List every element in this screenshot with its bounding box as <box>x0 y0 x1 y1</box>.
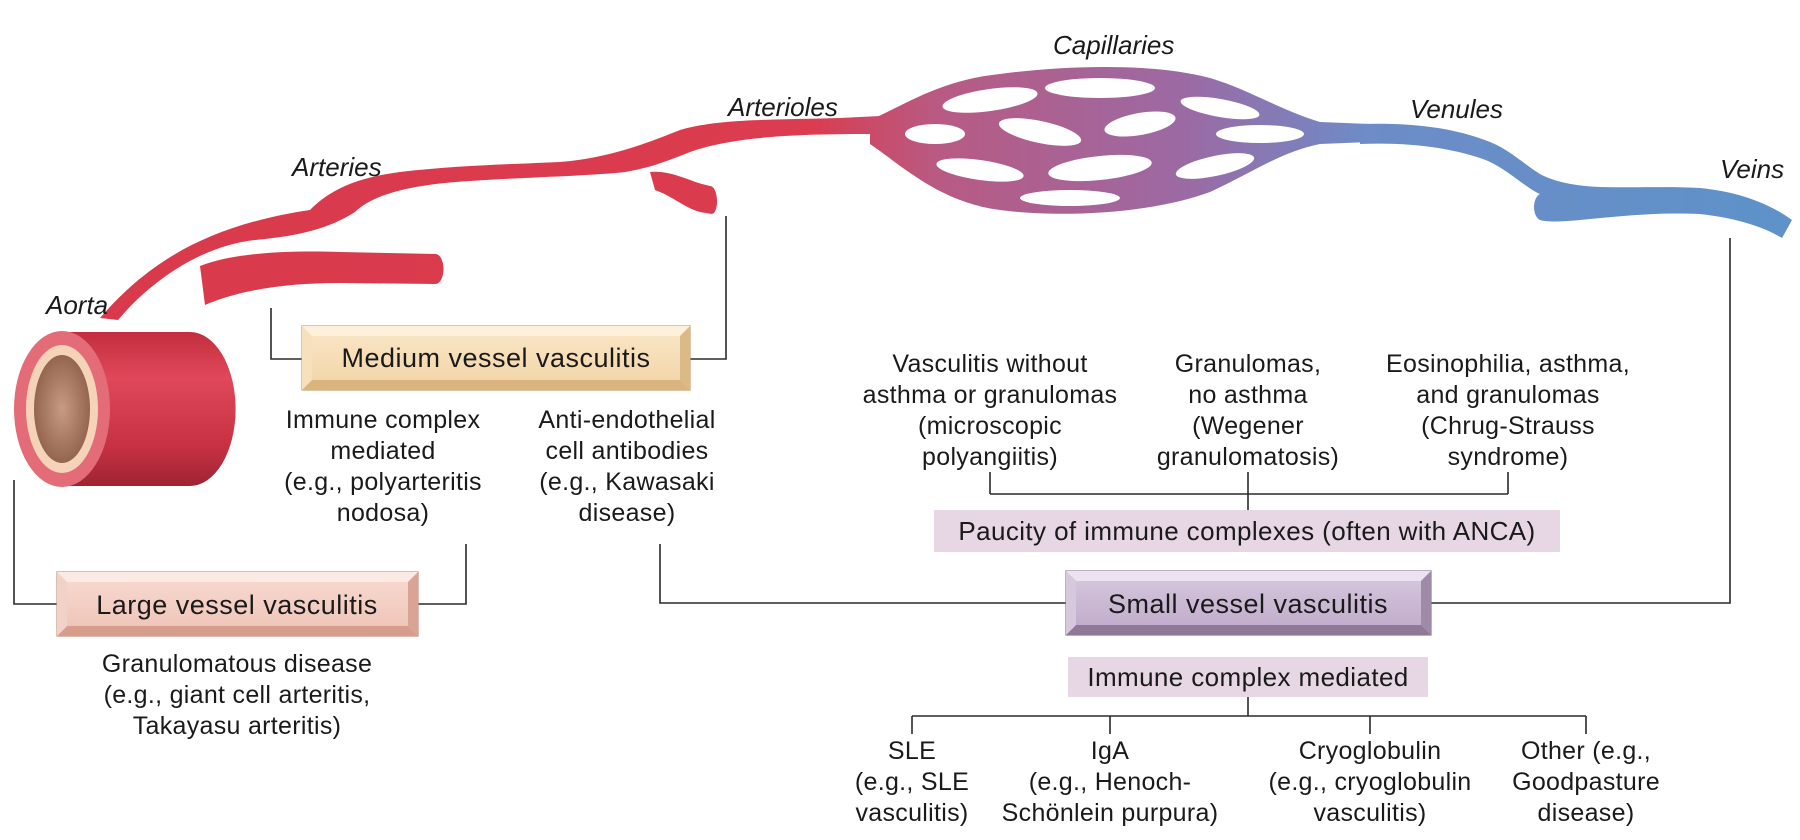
immune-iga-line-2: (e.g., Henoch- <box>1029 768 1192 796</box>
anca-cs-line-2: and granulomas <box>1416 381 1600 409</box>
immune-cryo-line-2: (e.g., cryoglobulin <box>1268 768 1471 796</box>
medium-anti-line-1: Anti-endothelial <box>538 406 715 434</box>
anca-group-churg-strauss: Eosinophilia, asthma, and granulomas (Ch… <box>1386 350 1630 471</box>
immune-mediated-label: Immune complex mediated <box>1087 662 1408 692</box>
large-desc-line-2: (e.g., giant cell arteritis, <box>104 681 371 709</box>
immune-cryo-line-1: Cryoglobulin <box>1299 737 1442 765</box>
medium-immune-line-4: nodosa) <box>337 499 429 527</box>
small-vessel-box: Small vessel vasculitis <box>1065 570 1432 636</box>
medium-anti-line-4: disease) <box>579 499 676 527</box>
immune-group-other: Other (e.g., Goodpasture disease) <box>1512 737 1660 827</box>
immune-other-line-2: Goodpasture <box>1512 768 1660 796</box>
immune-group-iga: IgA (e.g., Henoch- Schönlein purpura) <box>1002 737 1219 827</box>
label-arteries: Arteries <box>290 152 382 182</box>
anca-mpa-line-3: (microscopic <box>918 412 1062 440</box>
anca-wegener-line-4: granulomatosis) <box>1157 443 1339 471</box>
medium-immune-line-1: Immune complex <box>286 406 481 434</box>
label-capillaries: Capillaries <box>1053 30 1174 60</box>
immune-other-line-3: disease) <box>1538 799 1635 827</box>
anca-wegener-line-2: no asthma <box>1188 381 1307 409</box>
immune-sle-line-1: SLE <box>888 737 936 765</box>
artery-branch-1 <box>200 251 444 305</box>
paucity-label: Paucity of immune complexes (often with … <box>958 516 1535 546</box>
immune-group-cryoglobulin: Cryoglobulin (e.g., cryoglobulin vasculi… <box>1268 737 1471 827</box>
anca-group-mpa: Vasculitis without asthma or granulomas … <box>863 350 1118 471</box>
label-veins: Veins <box>1720 154 1784 184</box>
large-desc-line-1: Granulomatous disease <box>102 650 372 678</box>
anca-group-wegener: Granulomas, no asthma (Wegener granuloma… <box>1157 350 1339 471</box>
large-vessel-description: Granulomatous disease (e.g., giant cell … <box>102 650 372 740</box>
immune-iga-line-1: IgA <box>1091 737 1129 765</box>
immune-group-sle: SLE (e.g., SLE vasculitis) <box>855 737 969 827</box>
label-venules: Venules <box>1410 94 1503 124</box>
immune-iga-line-3: Schönlein purpura) <box>1002 799 1219 827</box>
aorta-cylinder <box>14 331 236 487</box>
capillary-mesh <box>905 78 1304 206</box>
medium-anti-line-3: (e.g., Kawasaki <box>539 468 714 496</box>
large-vessel-title: Large vessel vasculitis <box>96 590 378 620</box>
immune-cryo-line-3: vasculitis) <box>1313 799 1426 827</box>
connector-lines <box>13 216 1731 734</box>
immune-sle-line-3: vasculitis) <box>855 799 968 827</box>
large-desc-line-3: Takayasu arteritis) <box>133 712 342 740</box>
anca-cs-line-4: syndrome) <box>1448 443 1569 471</box>
anca-mpa-line-1: Vasculitis without <box>892 350 1087 378</box>
anca-wegener-line-3: (Wegener <box>1192 412 1304 440</box>
anca-wegener-line-1: Granulomas, <box>1175 350 1321 378</box>
large-vessel-box: Large vessel vasculitis <box>56 571 419 637</box>
small-vessel-title: Small vessel vasculitis <box>1108 589 1388 619</box>
medium-vessel-title: Medium vessel vasculitis <box>341 343 650 373</box>
medium-vessel-box: Medium vessel vasculitis <box>301 325 691 391</box>
venule-vein <box>1360 123 1792 238</box>
medium-immune-line-3: (e.g., polyarteritis <box>284 468 482 496</box>
immune-mediated-band: Immune complex mediated <box>1068 657 1428 697</box>
immune-sle-line-2: (e.g., SLE <box>855 768 969 796</box>
immune-other-line-1: Other (e.g., <box>1521 737 1651 765</box>
paucity-band: Paucity of immune complexes (often with … <box>934 510 1560 552</box>
medium-anti-endothelial: Anti-endothelial cell antibodies (e.g., … <box>538 406 715 527</box>
medium-immune-line-2: mediated <box>330 437 435 465</box>
artery-branch-2 <box>650 171 718 214</box>
label-aorta: Aorta <box>44 290 108 320</box>
medium-anti-line-2: cell antibodies <box>546 437 709 465</box>
anca-mpa-line-4: polyangiitis) <box>922 443 1058 471</box>
label-arterioles: Arterioles <box>726 92 838 122</box>
anca-cs-line-1: Eosinophilia, asthma, <box>1386 350 1630 378</box>
anca-mpa-line-2: asthma or granulomas <box>863 381 1118 409</box>
anca-cs-line-3: (Chrug-Strauss <box>1421 412 1595 440</box>
medium-immune-complex: Immune complex mediated (e.g., polyarter… <box>284 406 482 527</box>
